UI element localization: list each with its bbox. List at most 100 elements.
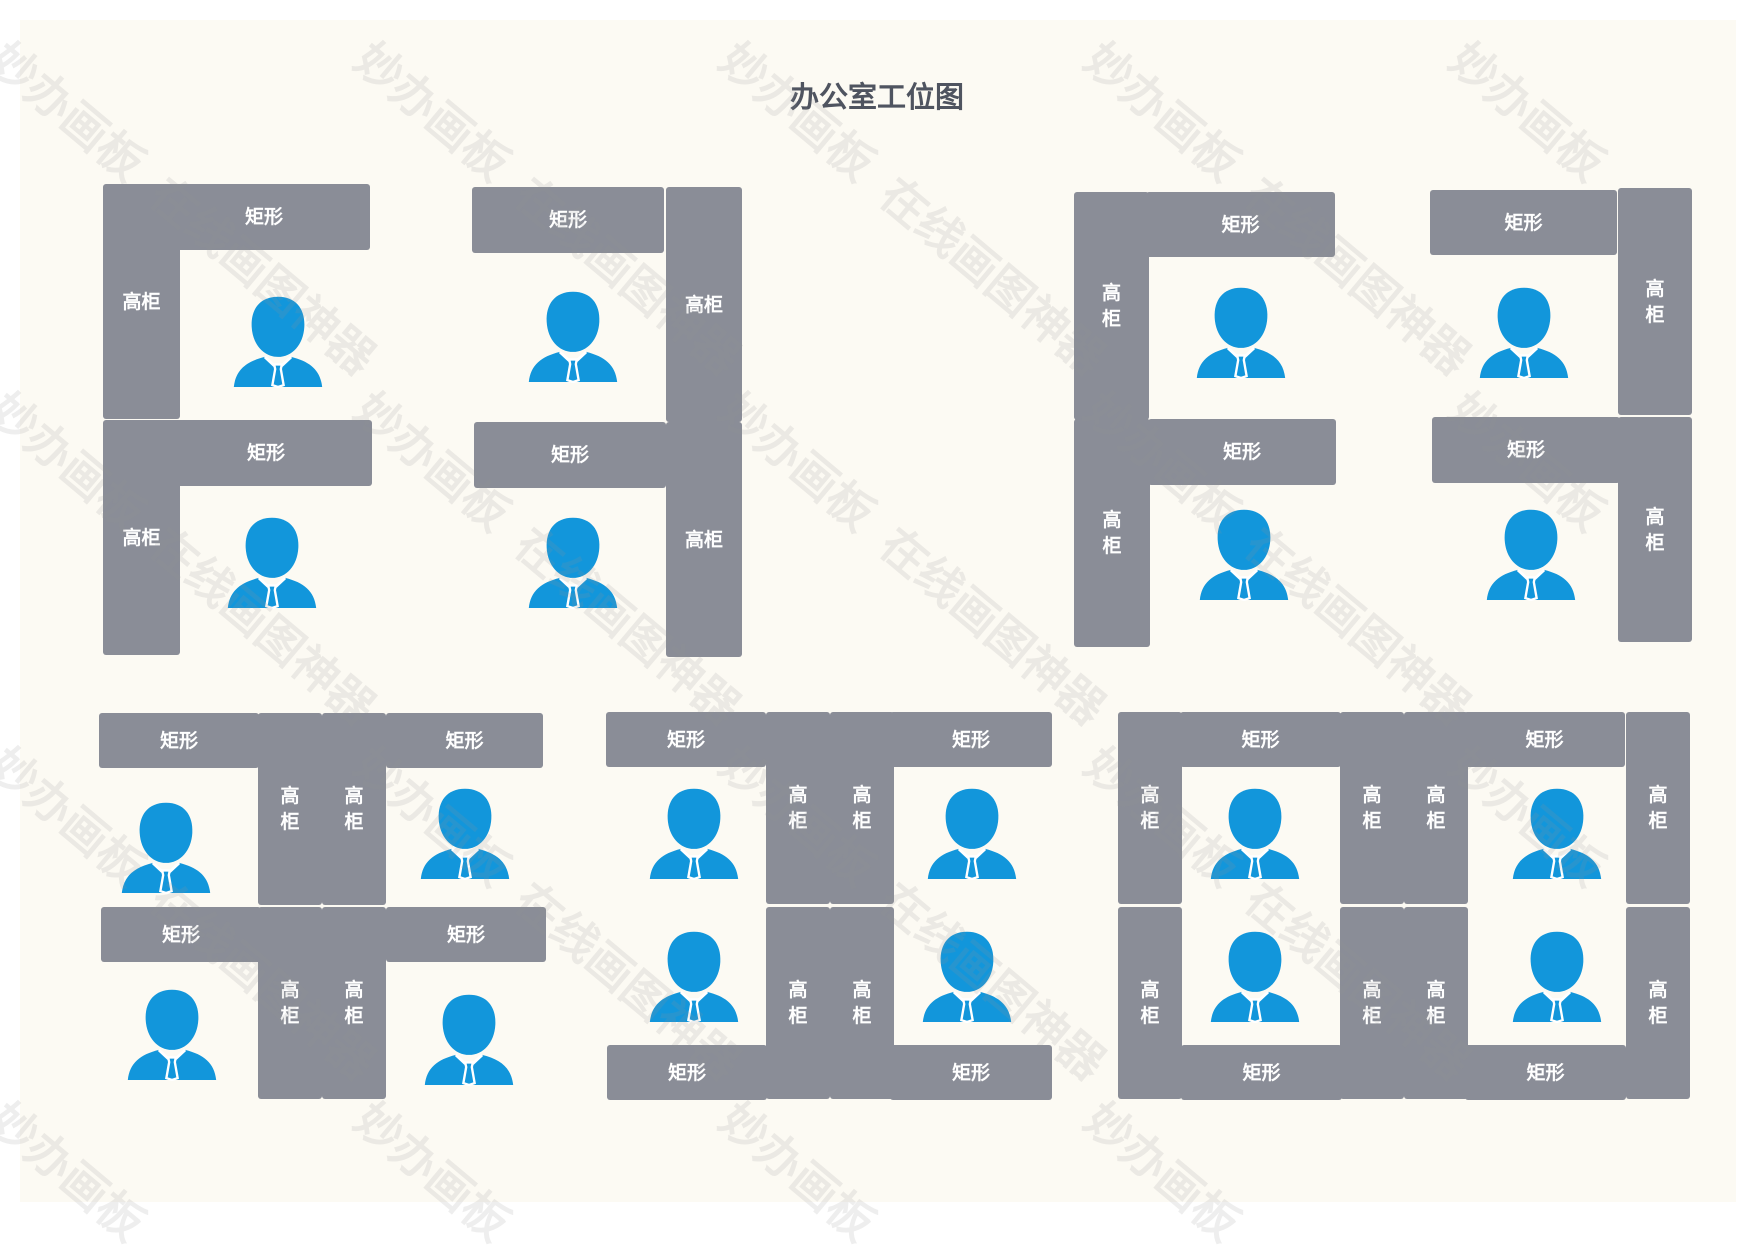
cabinet-label: 高柜 (1645, 505, 1665, 554)
desk-label: 矩形 (159, 729, 198, 752)
person-icon (1510, 784, 1604, 881)
cabinet-label: 高柜 (344, 979, 364, 1027)
person-icon (1510, 927, 1604, 1024)
cabinet: 高柜 (830, 712, 894, 904)
cabinet: 高柜 (1404, 907, 1468, 1099)
desk-label: 矩形 (246, 442, 285, 464)
cabinet-label: 高柜 (1426, 784, 1446, 832)
cabinet: 高柜 (1340, 907, 1404, 1099)
desk: 矩形 (99, 713, 259, 768)
person-icon (125, 985, 219, 1082)
desk-label: 矩形 (548, 209, 587, 231)
desk: 矩形 (386, 713, 543, 768)
desk: 矩形 (160, 420, 372, 486)
person-icon (920, 927, 1014, 1024)
cabinet-label: 高柜 (280, 785, 300, 833)
desk-label: 矩形 (1241, 728, 1280, 751)
cabinet: 高柜 (1340, 712, 1404, 904)
cabinet: 高柜 (258, 713, 322, 905)
person-icon (231, 292, 325, 389)
person-icon (1484, 505, 1578, 602)
person-icon (418, 784, 512, 881)
cabinet: 高柜 (766, 907, 830, 1099)
cabinet-label: 高柜 (122, 526, 161, 549)
desk: 矩形 (1146, 192, 1335, 257)
desk: 矩形 (606, 712, 766, 767)
desk-label: 矩形 (666, 728, 705, 751)
desk: 矩形 (1430, 190, 1617, 255)
desk: 矩形 (890, 712, 1052, 767)
cabinet-label: 高柜 (1140, 784, 1160, 832)
cabinet-label: 高柜 (1648, 979, 1668, 1027)
cabinet-label: 高柜 (788, 784, 808, 832)
cabinet-label: 高柜 (1648, 784, 1668, 832)
cabinet: 高柜 (830, 907, 894, 1099)
cabinet: 高柜 (103, 184, 180, 419)
cabinet-label: 高柜 (852, 979, 872, 1027)
desk: 矩形 (1432, 417, 1620, 483)
desk-label: 矩形 (445, 729, 484, 752)
cabinet-label: 高柜 (1140, 979, 1160, 1027)
desk: 矩形 (1181, 1045, 1342, 1100)
cabinet-label: 高柜 (1426, 979, 1446, 1027)
person-icon (1197, 505, 1291, 602)
cabinet: 高柜 (1118, 712, 1182, 904)
desk-label: 矩形 (244, 206, 283, 228)
desk-label: 矩形 (1242, 1061, 1281, 1084)
desk: 矩形 (101, 907, 261, 962)
desk: 矩形 (1148, 419, 1336, 485)
cabinet: 高柜 (1404, 712, 1468, 904)
desk: 矩形 (1180, 712, 1341, 767)
person-icon (1208, 927, 1302, 1024)
cabinet: 高柜 (258, 907, 322, 1099)
desk-label: 矩形 (951, 728, 990, 751)
cabinet-label: 高柜 (344, 785, 364, 833)
cabinet: 高柜 (1626, 712, 1690, 904)
cabinet: 高柜 (1626, 907, 1690, 1099)
cabinet-label: 高柜 (788, 979, 808, 1027)
cabinet: 高柜 (103, 420, 180, 655)
cabinet-label: 高柜 (1102, 509, 1122, 557)
person-icon (647, 784, 741, 881)
cabinet-label: 高柜 (280, 979, 300, 1027)
desk-label: 矩形 (1222, 441, 1261, 463)
cabinet: 高柜 (1618, 188, 1692, 415)
cabinet: 高柜 (1074, 192, 1149, 420)
cabinet: 高柜 (766, 712, 830, 904)
person-icon (526, 287, 620, 384)
person-icon (1194, 283, 1288, 380)
desk-label: 矩形 (1525, 728, 1564, 751)
person-icon (1208, 784, 1302, 881)
cabinet-label: 高柜 (684, 293, 723, 316)
desk: 矩形 (474, 422, 666, 488)
desk: 矩形 (1465, 1045, 1626, 1100)
desk-label: 矩形 (667, 1061, 706, 1084)
desk-label: 矩形 (161, 923, 200, 946)
desk: 矩形 (472, 187, 664, 253)
cabinet: 高柜 (1118, 907, 1182, 1099)
cabinet-label: 高柜 (1101, 282, 1121, 330)
cabinet-label: 高柜 (1645, 277, 1665, 326)
desk-label: 矩形 (550, 444, 589, 466)
cabinet: 高柜 (666, 422, 742, 657)
cabinet: 高柜 (666, 187, 742, 422)
desk: 矩形 (890, 1045, 1052, 1100)
cabinet: 高柜 (322, 907, 386, 1099)
person-icon (647, 927, 741, 1024)
person-icon (1477, 283, 1571, 380)
page-title: 办公室工位图 (789, 80, 964, 114)
desk: 矩形 (158, 184, 370, 250)
desk-label: 矩形 (1504, 211, 1543, 234)
desk-label: 矩形 (1506, 439, 1545, 461)
cabinet: 高柜 (1618, 417, 1692, 642)
person-icon (225, 513, 319, 610)
cabinet-label: 高柜 (1362, 979, 1382, 1027)
cabinet: 高柜 (322, 713, 386, 905)
desk-label: 矩形 (446, 923, 485, 946)
person-icon (119, 798, 213, 895)
person-icon (422, 990, 516, 1087)
cabinet-label: 高柜 (852, 784, 872, 832)
desk-label: 矩形 (1221, 213, 1260, 236)
cabinet-label: 高柜 (122, 290, 161, 313)
person-icon (526, 513, 620, 610)
